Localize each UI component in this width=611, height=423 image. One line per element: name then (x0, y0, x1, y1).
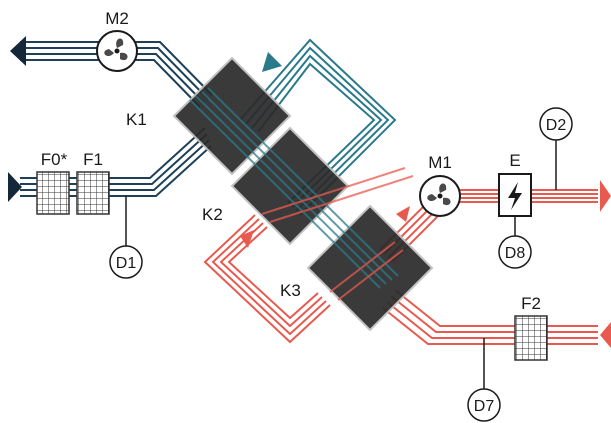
filter-f1: F1 (76, 150, 110, 215)
filter-f0-label: F0* (41, 150, 68, 169)
exhaust-inlet-arrow (8, 172, 22, 202)
exchanger-k1-label: K1 (126, 110, 147, 129)
heater-e: E (498, 151, 532, 217)
supply-fan-arrow (396, 206, 410, 222)
exchanger-k1 (172, 56, 292, 176)
exchanger-k2 (230, 126, 350, 246)
fresh-air-inlet-arrow (600, 322, 611, 348)
sensor-d7: D7 (467, 338, 501, 422)
fan-m1-label: M1 (428, 153, 452, 172)
fan-m1: M1 (419, 153, 461, 217)
filter-f1-label: F1 (83, 150, 103, 169)
sensor-d2-label: D2 (546, 117, 567, 134)
fan-icon (104, 38, 128, 61)
sensor-d1: D1 (109, 196, 143, 279)
supply-loop-arrow (240, 230, 254, 248)
filter-f0: F0* (36, 150, 70, 215)
sensor-d2: D2 (539, 107, 573, 190)
supply-outlet-arrow (600, 180, 611, 212)
sensor-d1-label: D1 (116, 255, 137, 272)
heater-e-label: E (509, 151, 520, 170)
lightning-icon (508, 182, 522, 210)
exchanger-flow-lines (189, 87, 414, 301)
sensor-d7-label: D7 (474, 398, 495, 415)
fan-m2-label: M2 (105, 9, 129, 28)
filter-f2: F2 (514, 294, 548, 361)
fan-m2: M2 (96, 9, 138, 72)
exhaust-outlet-arrow (10, 36, 26, 66)
teal-flow-arrow (262, 52, 282, 72)
fan-icon (427, 183, 451, 206)
filter-f2-label: F2 (521, 294, 541, 313)
sensor-d8: D8 (498, 216, 532, 269)
exchanger-k2-label: K2 (202, 205, 223, 224)
sensor-d8-label: D8 (505, 245, 526, 262)
exchanger-k3-label: K3 (280, 281, 301, 300)
